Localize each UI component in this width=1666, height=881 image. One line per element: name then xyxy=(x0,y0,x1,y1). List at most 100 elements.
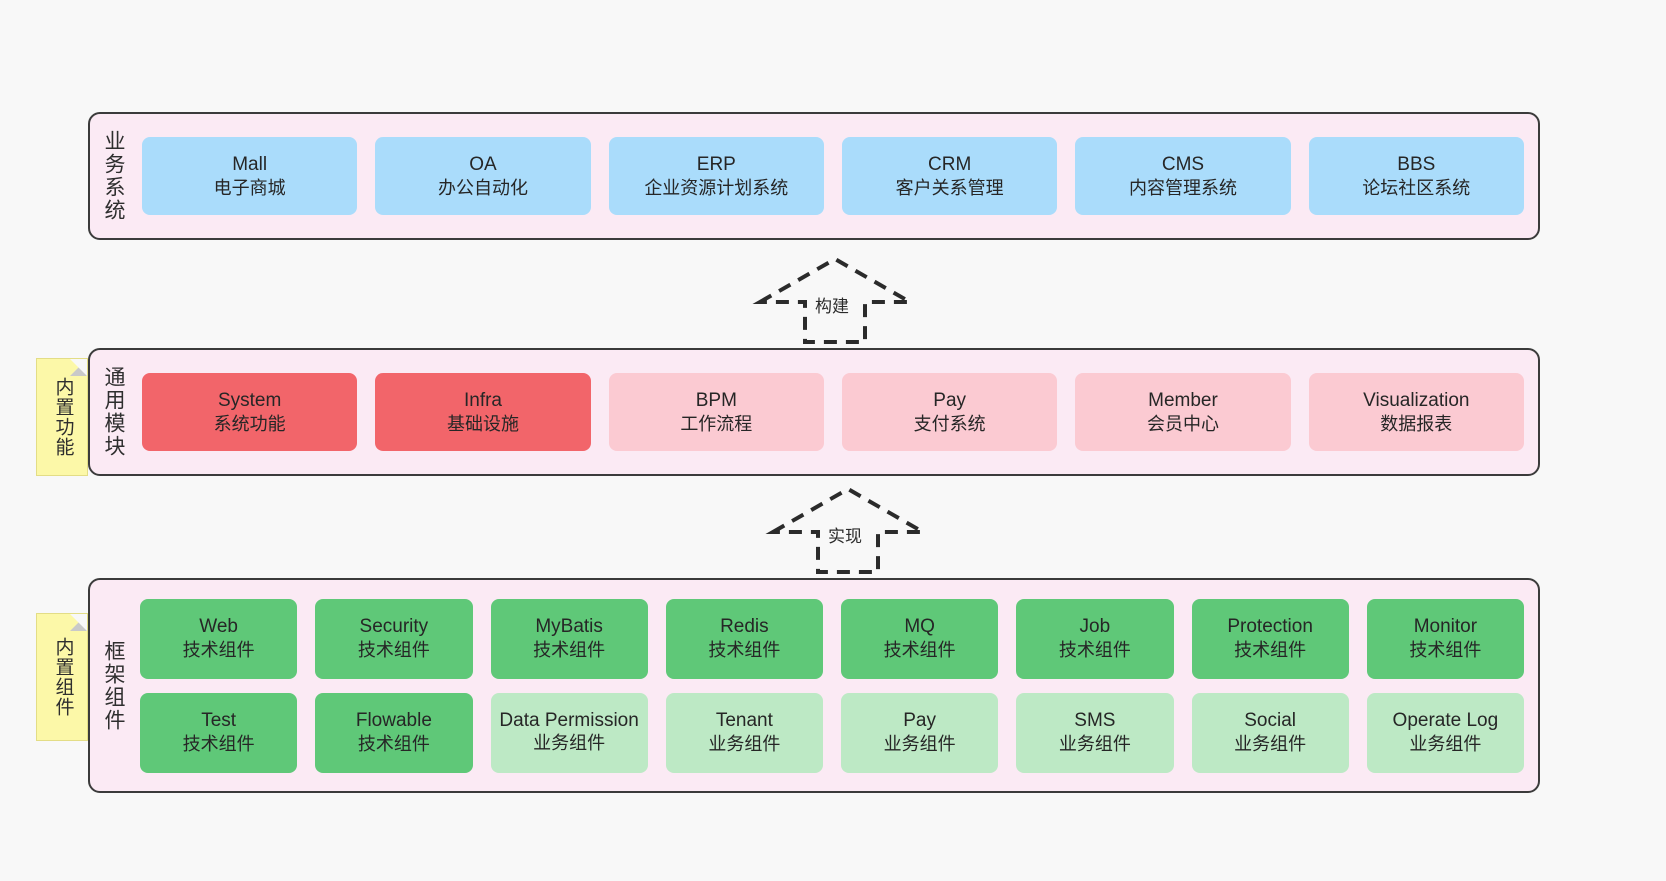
card-title: MQ xyxy=(904,616,935,638)
card-title: BPM xyxy=(695,389,737,411)
card-row: Mall 电子商城 OA 办公自动化 ERP 企业资源计划系统 CRM 客户关系… xyxy=(142,137,1524,215)
card-title: Social xyxy=(1244,710,1296,732)
card-subtitle: 客户关系管理 xyxy=(895,177,1004,198)
card-subtitle: 会员中心 xyxy=(1146,413,1219,434)
card-pay[interactable]: Pay 支付系统 xyxy=(841,373,1058,451)
card-redis[interactable]: Redis 技术组件 xyxy=(665,598,823,679)
card-title: Job xyxy=(1079,616,1111,638)
card-subtitle: 技术组件 xyxy=(182,734,255,755)
card-operate-log[interactable]: Operate Log 业务组件 xyxy=(1366,692,1524,773)
card-title: ERP xyxy=(696,153,736,175)
card-test[interactable]: Test 技术组件 xyxy=(140,692,298,773)
card-subtitle: 内容管理系统 xyxy=(1128,177,1237,198)
layer-body-common-module: System 系统功能 Infra 基础设施 BPM 工作流程 Pay 支付系统… xyxy=(136,350,1538,474)
card-mybatis[interactable]: MyBatis 技术组件 xyxy=(490,598,648,679)
card-oa[interactable]: OA 办公自动化 xyxy=(375,137,591,215)
sticky-note-builtin-component: 内置组件 xyxy=(36,613,88,741)
sticky-note-label: 内置功能 xyxy=(52,377,74,457)
card-subtitle: 技术组件 xyxy=(708,640,781,661)
card-subtitle: 技术组件 xyxy=(1234,640,1307,661)
layer-label-framework-component: 框架组件 xyxy=(102,639,126,732)
card-title: CMS xyxy=(1161,153,1205,175)
card-title: Mall xyxy=(232,153,268,175)
card-subtitle: 工作流程 xyxy=(680,413,753,434)
card-subtitle: 办公自动化 xyxy=(437,177,528,198)
card-monitor[interactable]: Monitor 技术组件 xyxy=(1366,598,1524,679)
card-security[interactable]: Security 技术组件 xyxy=(315,598,473,679)
generalization-arrow-icon xyxy=(765,486,931,574)
card-member[interactable]: Member 会员中心 xyxy=(1075,373,1291,451)
card-subtitle: 技术组件 xyxy=(182,640,255,661)
card-subtitle: 电子商城 xyxy=(213,177,286,198)
generalization-arrow-icon xyxy=(752,256,918,344)
card-crm[interactable]: CRM 客户关系管理 xyxy=(841,137,1058,215)
layer-body-business-system: Mall 电子商城 OA 办公自动化 ERP 企业资源计划系统 CRM 客户关系… xyxy=(136,114,1538,238)
card-erp[interactable]: ERP 企业资源计划系统 xyxy=(608,137,824,215)
card-title: Protection xyxy=(1227,616,1313,638)
card-title: Test xyxy=(201,710,237,732)
card-protection[interactable]: Protection 技术组件 xyxy=(1191,598,1349,679)
connector-label-build: 构建 xyxy=(815,297,849,316)
connector-realize: 实现 xyxy=(765,484,931,574)
card-infra[interactable]: Infra 基础设施 xyxy=(375,373,591,451)
card-cms[interactable]: CMS 内容管理系统 xyxy=(1075,137,1291,215)
card-sms[interactable]: SMS 业务组件 xyxy=(1016,692,1174,773)
sticky-note-label: 内置组件 xyxy=(52,637,74,717)
card-subtitle: 业务组件 xyxy=(1409,734,1482,755)
connector-label-realize: 实现 xyxy=(828,527,862,546)
card-title: Visualization xyxy=(1363,389,1470,411)
layer-label-business-system: 业务系统 xyxy=(102,130,126,222)
card-title: SMS xyxy=(1074,710,1116,732)
card-subtitle: 论坛社区系统 xyxy=(1362,177,1471,198)
card-subtitle: 系统功能 xyxy=(213,413,286,434)
card-row: Web 技术组件 Security 技术组件 MyBatis 技术组件 Redi… xyxy=(140,598,1524,679)
card-subtitle: 支付系统 xyxy=(913,413,986,434)
card-subtitle: 业务组件 xyxy=(708,734,781,755)
card-title: Member xyxy=(1148,389,1218,411)
card-pay-business[interactable]: Pay 业务组件 xyxy=(841,692,999,773)
card-bbs[interactable]: BBS 论坛社区系统 xyxy=(1308,137,1524,215)
card-title: Infra xyxy=(463,389,502,411)
card-row: Test 技术组件 Flowable 技术组件 Data Permission … xyxy=(140,692,1524,773)
card-subtitle: 技术组件 xyxy=(883,640,956,661)
layer-label-common-module: 通用模块 xyxy=(102,366,126,458)
card-subtitle: 技术组件 xyxy=(1058,640,1131,661)
sticky-note-builtin-function: 内置功能 xyxy=(36,358,88,476)
card-title: Monitor xyxy=(1413,616,1478,638)
card-title: Pay xyxy=(933,389,967,411)
card-mall[interactable]: Mall 电子商城 xyxy=(142,137,358,215)
card-job[interactable]: Job 技术组件 xyxy=(1016,598,1174,679)
card-flowable[interactable]: Flowable 技术组件 xyxy=(315,692,473,773)
card-subtitle: 企业资源计划系统 xyxy=(644,177,789,198)
card-title: Redis xyxy=(720,616,769,638)
card-bpm[interactable]: BPM 工作流程 xyxy=(608,373,824,451)
page-fold-icon xyxy=(70,614,87,631)
card-title: OA xyxy=(469,153,497,175)
card-subtitle: 业务组件 xyxy=(1234,734,1307,755)
card-subtitle: 技术组件 xyxy=(533,640,606,661)
card-title: BBS xyxy=(1397,153,1436,175)
card-title: System xyxy=(217,389,282,411)
card-title: Flowable xyxy=(355,710,432,732)
layer-common-module: 通用模块 System 系统功能 Infra 基础设施 BPM 工作流程 Pay… xyxy=(88,348,1540,476)
card-social[interactable]: Social 业务组件 xyxy=(1191,692,1349,773)
card-subtitle: 数据报表 xyxy=(1380,413,1453,434)
card-title: Pay xyxy=(903,710,936,732)
layer-framework-component: 框架组件 Web 技术组件 Security 技术组件 MyBatis 技术组件… xyxy=(88,578,1540,793)
card-subtitle: 业务组件 xyxy=(1058,734,1131,755)
card-data-permission[interactable]: Data Permission 业务组件 xyxy=(490,692,648,773)
card-subtitle: 技术组件 xyxy=(1409,640,1482,661)
card-subtitle: 技术组件 xyxy=(357,734,430,755)
card-subtitle: 技术组件 xyxy=(357,640,430,661)
card-visualization[interactable]: Visualization 数据报表 xyxy=(1308,373,1524,451)
card-subtitle: 业务组件 xyxy=(533,733,606,754)
card-system[interactable]: System 系统功能 xyxy=(142,373,358,451)
card-title: Tenant xyxy=(715,710,773,732)
card-mq[interactable]: MQ 技术组件 xyxy=(841,598,999,679)
layer-business-system: 业务系统 Mall 电子商城 OA 办公自动化 ERP 企业资源计划系统 CRM… xyxy=(88,112,1540,240)
card-tenant[interactable]: Tenant 业务组件 xyxy=(665,692,823,773)
card-row: System 系统功能 Infra 基础设施 BPM 工作流程 Pay 支付系统… xyxy=(142,373,1524,451)
card-web[interactable]: Web 技术组件 xyxy=(140,598,298,679)
card-title: CRM xyxy=(928,153,972,175)
